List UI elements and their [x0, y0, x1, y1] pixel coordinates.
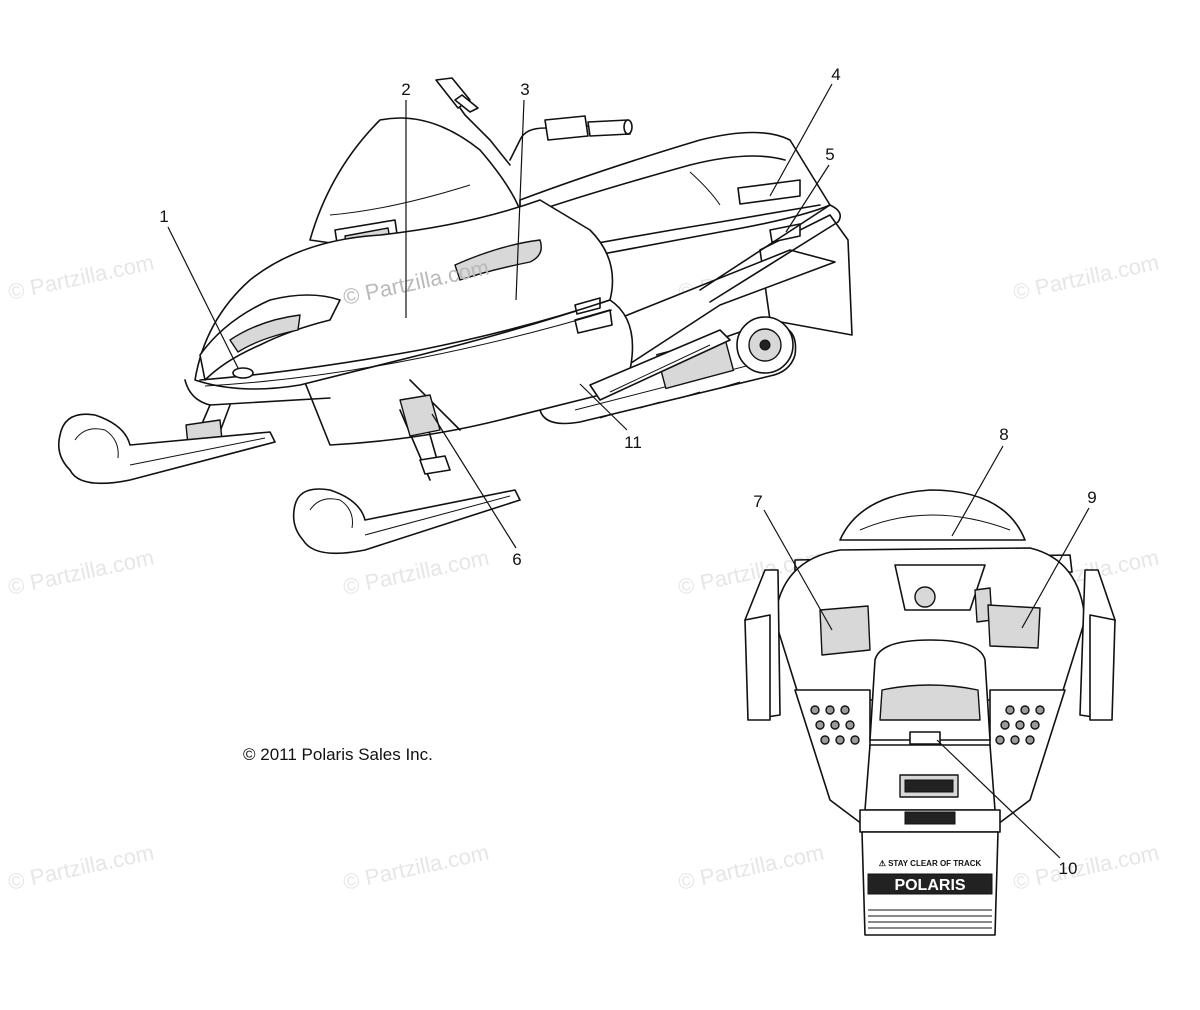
snowflap-brand-text: POLARIS: [894, 877, 965, 894]
callout-3: 3: [520, 80, 529, 99]
snowflap-warning-text: ⚠ STAY CLEAR OF TRACK: [879, 859, 982, 868]
watermark: © Partzilla.com: [6, 545, 156, 600]
watermark: © Partzilla.com: [341, 840, 491, 895]
snowmobile-side-view: [57, 77, 853, 555]
watermark: © Partzilla.com: [676, 840, 826, 895]
watermark: © Partzilla.com: [341, 545, 491, 600]
watermark: © Partzilla.com: [1011, 250, 1161, 305]
callout-10: 10: [1059, 859, 1078, 878]
leader-lines: [167, 83, 1090, 859]
copyright-notice: © 2011 Polaris Sales Inc.: [243, 745, 433, 764]
running-board-holes: [810, 705, 1045, 745]
callout-5: 5: [825, 145, 834, 164]
watermark: © Partzilla.com: [1011, 840, 1161, 895]
callout-6: 6: [512, 550, 521, 569]
watermark: © Partzilla.com: [6, 250, 156, 305]
callout-2: 2: [401, 80, 410, 99]
callout-1: 1: [159, 207, 168, 226]
callout-7: 7: [753, 492, 762, 511]
snowmobile-rear-view: ⚠ STAY CLEAR OF TRACK POLARIS: [744, 489, 1116, 936]
callouts: 1 2 3 4 5 6 7 8 9 10 11: [159, 65, 1096, 878]
callout-11: 11: [624, 433, 642, 452]
watermark: © Partzilla.com: [6, 840, 156, 895]
callout-4: 4: [831, 65, 840, 84]
callout-9: 9: [1087, 488, 1096, 507]
callout-8: 8: [999, 425, 1008, 444]
